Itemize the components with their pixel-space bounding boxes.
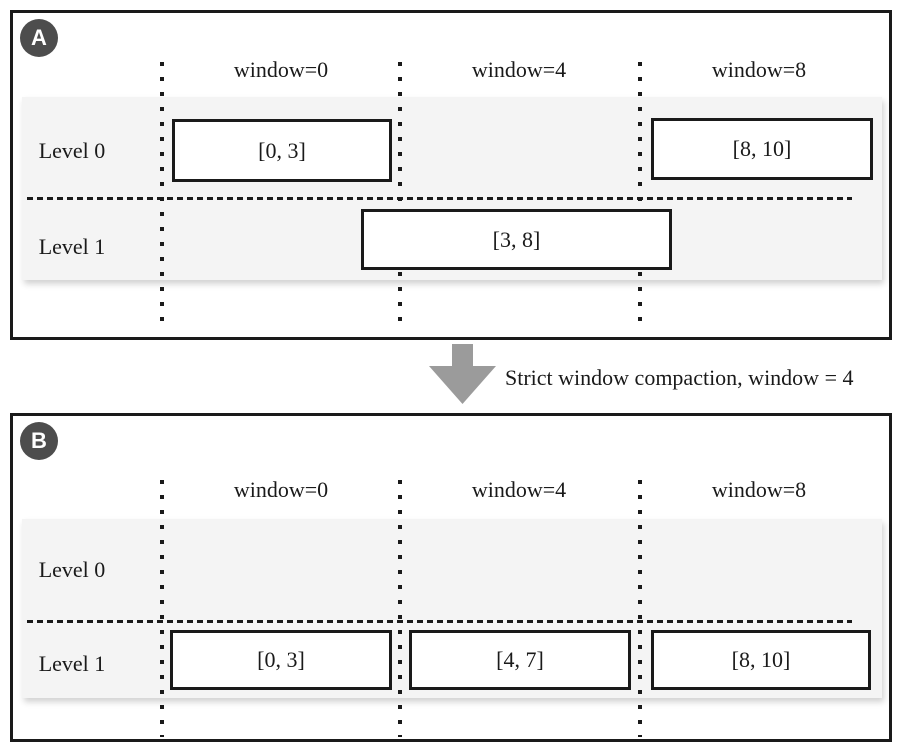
level-1-label: Level 1 bbox=[38, 651, 106, 676]
window-boundary-dotted-line bbox=[638, 480, 642, 737]
level-1-label: Level 1 bbox=[38, 234, 106, 259]
panel-a-badge: A bbox=[20, 19, 58, 57]
level-0-label: Level 0 bbox=[38, 138, 106, 163]
column-header-window-8: window=8 bbox=[711, 57, 807, 82]
window-boundary-dotted-line bbox=[638, 62, 642, 325]
window-boundary-dotted-line bbox=[398, 62, 402, 325]
level-divider-dashed-line bbox=[27, 620, 852, 623]
sstable-box-8-10: [8, 10] bbox=[651, 118, 873, 180]
window-boundary-dotted-line bbox=[160, 480, 164, 737]
compaction-arrow-icon bbox=[429, 344, 496, 404]
column-header-window-4: window=4 bbox=[471, 477, 567, 502]
window-boundary-dotted-line bbox=[398, 480, 402, 737]
sstable-box-3-8: [3, 8] bbox=[361, 209, 672, 270]
level-divider-dashed-line bbox=[27, 197, 852, 200]
column-header-window-4: window=4 bbox=[471, 57, 567, 82]
window-boundary-dotted-line bbox=[160, 62, 164, 325]
column-header-window-0: window=0 bbox=[233, 477, 329, 502]
compaction-label: Strict window compaction, window = 4 bbox=[505, 365, 854, 390]
level-0-label: Level 0 bbox=[38, 557, 106, 582]
column-header-window-8: window=8 bbox=[711, 477, 807, 502]
column-header-window-0: window=0 bbox=[233, 57, 329, 82]
panel-b: B window=0 window=4 window=8 Level 0 Lev… bbox=[10, 413, 892, 742]
sstable-box-4-7: [4, 7] bbox=[409, 630, 631, 690]
sstable-box-8-10: [8, 10] bbox=[651, 630, 871, 690]
panel-a: A window=0 window=4 window=8 Level 0 Lev… bbox=[10, 10, 892, 340]
sstable-box-0-3: [0, 3] bbox=[172, 119, 392, 182]
sstable-box-0-3: [0, 3] bbox=[170, 630, 392, 690]
panel-b-badge: B bbox=[20, 422, 58, 460]
